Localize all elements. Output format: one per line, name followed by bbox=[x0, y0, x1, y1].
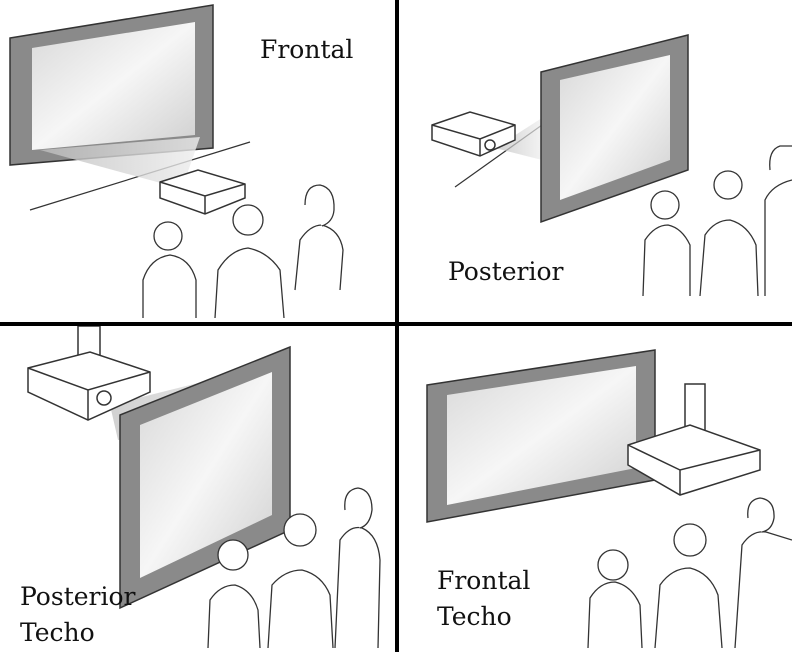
screen-surface bbox=[32, 22, 195, 150]
label-frontal-techo: Frontal Techo bbox=[437, 563, 530, 635]
label-line: Frontal bbox=[437, 566, 531, 595]
panel-frontal bbox=[9, 4, 344, 319]
screen-surface bbox=[560, 55, 670, 200]
projector bbox=[627, 424, 761, 496]
projector bbox=[431, 111, 516, 157]
label-line: Techo bbox=[437, 602, 512, 631]
projection-beam bbox=[40, 137, 200, 185]
audience bbox=[207, 487, 381, 649]
screen-surface bbox=[140, 372, 272, 578]
audience bbox=[142, 184, 344, 319]
projection-beam bbox=[495, 118, 542, 160]
audience bbox=[642, 145, 792, 297]
screen-surface bbox=[447, 366, 636, 505]
label-posterior-techo: Posterior Techo bbox=[20, 579, 135, 651]
panel-posterior-techo bbox=[27, 325, 381, 649]
panel-frontal-techo bbox=[426, 349, 792, 649]
label-line: Posterior bbox=[20, 582, 136, 611]
label-frontal: Frontal bbox=[260, 32, 353, 68]
label-line: Techo bbox=[20, 618, 95, 647]
label-posterior: Posterior bbox=[448, 254, 563, 290]
horizontal-divider bbox=[0, 322, 792, 326]
label-line: Posterior bbox=[448, 257, 564, 286]
label-line: Frontal bbox=[260, 35, 354, 64]
projector bbox=[27, 351, 151, 421]
panel-posterior bbox=[431, 34, 792, 297]
audience bbox=[587, 497, 792, 649]
projector bbox=[159, 169, 246, 215]
